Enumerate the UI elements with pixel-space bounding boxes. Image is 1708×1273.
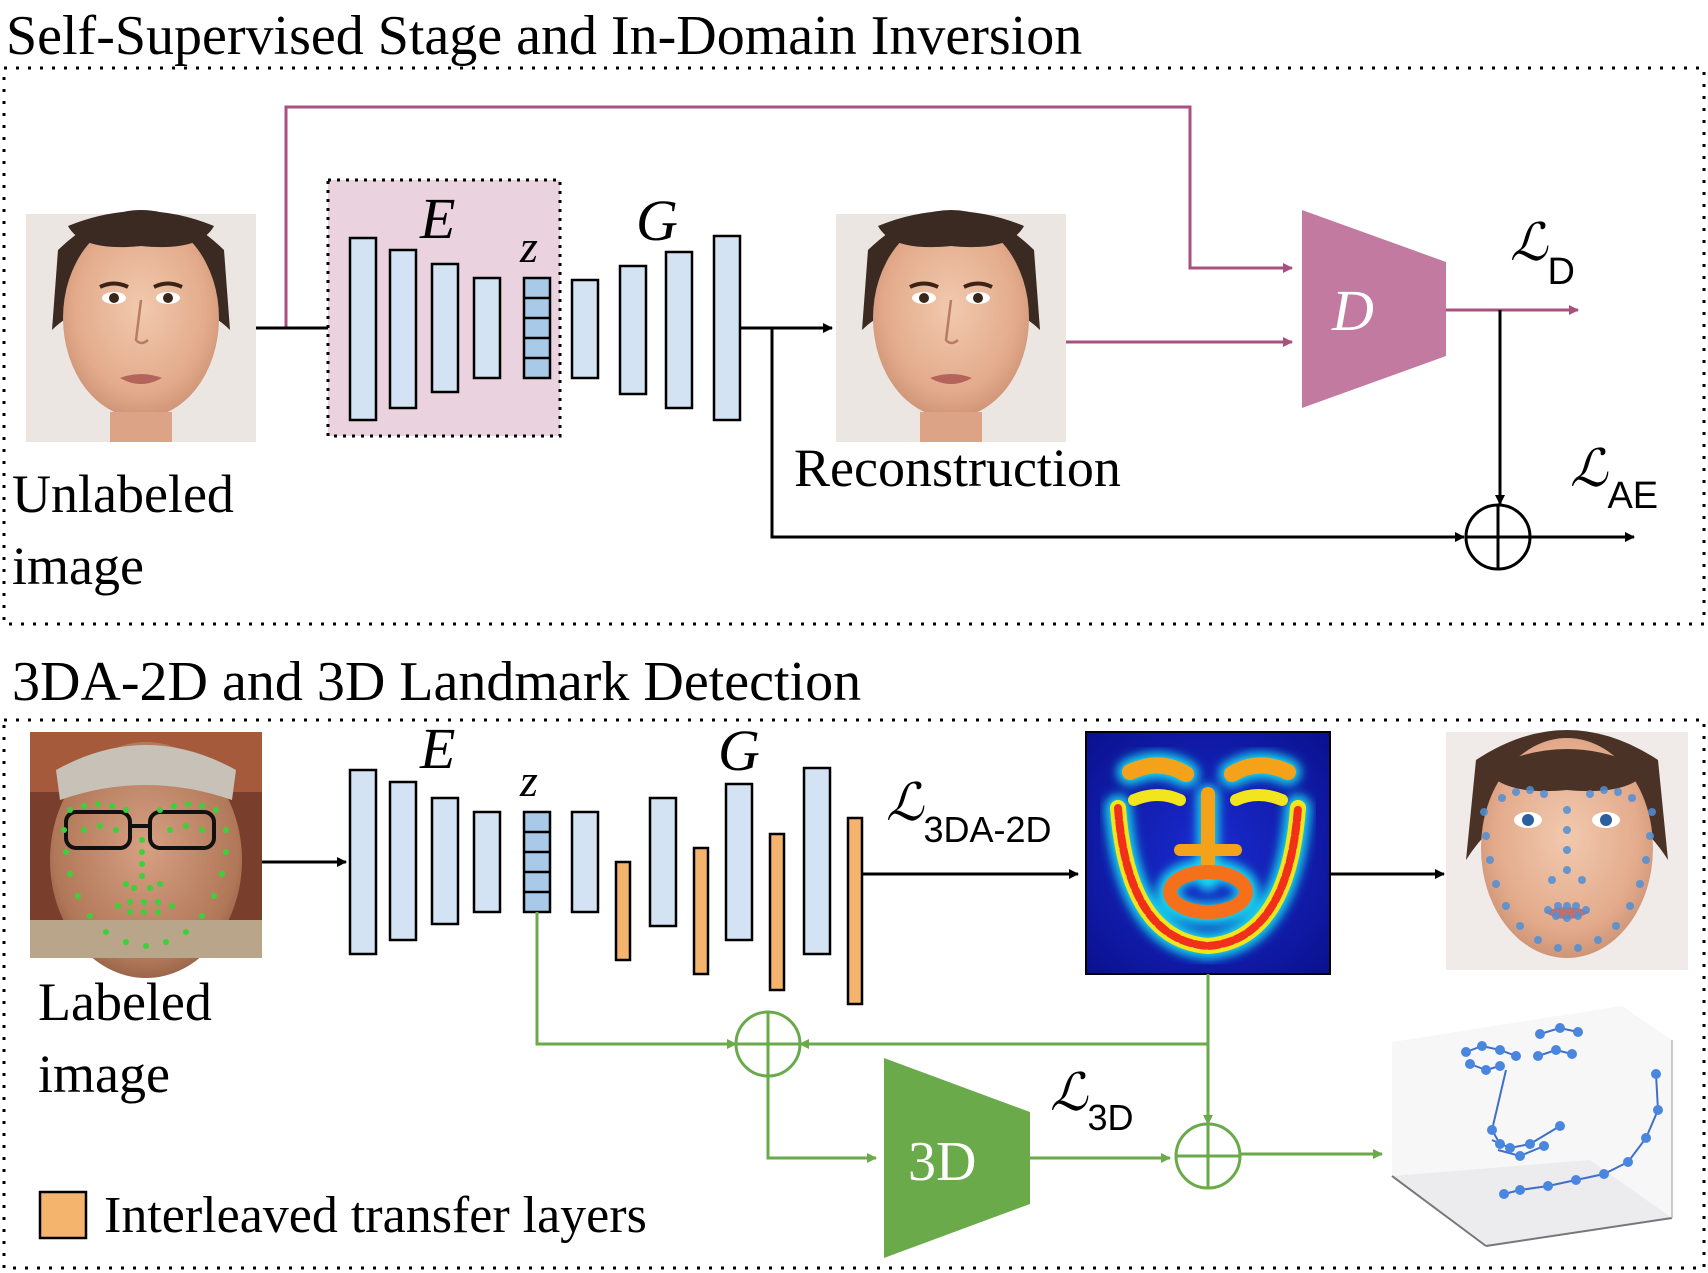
- bottom-generator-layers: [570, 766, 832, 956]
- bottom-section-title: 3DA-2D and 3D Landmark Detection: [12, 651, 861, 713]
- loss-3d-label: ℒ3D: [1050, 1065, 1133, 1138]
- bottom-encoder-layer: [472, 810, 502, 914]
- loss-ae-label: ℒAE: [1570, 441, 1658, 517]
- loss-d-subscript: D: [1547, 251, 1574, 293]
- landmark-2d-result-image: [1446, 730, 1688, 970]
- unlabeled-face-image: [26, 210, 256, 442]
- top-encoder-layer: [348, 236, 378, 422]
- output-sum-node: [1174, 1122, 1242, 1190]
- top-encoder-layer: [472, 276, 502, 380]
- discriminator-label: D: [1331, 278, 1374, 343]
- bottom-generator-layer: [724, 782, 754, 942]
- loss-3da2d-label: ℒ3DA-2D: [886, 775, 1052, 850]
- loss-3da2d-subscript: 3DA-2D: [923, 809, 1051, 850]
- bottom-generator-label: G: [718, 718, 760, 783]
- bottom-encoder-layer: [430, 796, 460, 926]
- reconstruction-caption: Reconstruction: [794, 438, 1121, 498]
- reconstruction-branch-to-ae-sum: [770, 328, 1465, 542]
- skip-line-to-discriminator: [284, 105, 1293, 328]
- transfer-layers: [614, 816, 864, 1006]
- transfer-layer: [846, 816, 864, 1006]
- legend-label: Interleaved transfer layers: [104, 1187, 647, 1244]
- transfer-layer: [768, 832, 786, 992]
- top-generator-layer: [570, 278, 600, 380]
- ae-sum-node: [1464, 503, 1532, 571]
- labeled-caption-line2: image: [38, 1044, 170, 1104]
- landmark-heatmap: [1085, 731, 1331, 975]
- transfer-layer: [692, 846, 710, 976]
- top-section-title: Self-Supervised Stage and In-Domain Inve…: [6, 5, 1082, 67]
- legend-swatch: [38, 1190, 88, 1240]
- transfer-layer: [614, 860, 632, 962]
- fusion-to-3d-module-arrow: [766, 1076, 877, 1163]
- unlabeled-caption-line1: Unlabeled: [12, 464, 234, 524]
- top-latent-label: z: [519, 221, 538, 272]
- bottom-latent-label: z: [519, 755, 538, 806]
- reconstruction-face-image: [836, 210, 1066, 442]
- loss-d-label: ℒD: [1510, 215, 1575, 293]
- loss-ae-symbol: ℒ: [1570, 441, 1609, 498]
- landmark-3d-plot: [1391, 1006, 1673, 1247]
- top-generator-layer: [712, 234, 742, 422]
- feature-fusion-node: [734, 1010, 802, 1078]
- bottom-generator-layer: [648, 796, 678, 928]
- top-generator-layer: [618, 264, 648, 396]
- loss-3d-subscript: 3D: [1087, 1097, 1133, 1138]
- top-generator-label: G: [636, 188, 678, 253]
- top-encoder-label: E: [419, 186, 455, 251]
- bottom-encoder-layers: [348, 768, 502, 956]
- bottom-encoder-layer: [348, 768, 378, 956]
- top-generator-layer: [664, 250, 694, 410]
- bottom-encoder-label: E: [419, 716, 455, 781]
- top-encoder-layer: [388, 248, 418, 410]
- bottom-generator-layer: [802, 766, 832, 956]
- unlabeled-caption-line2: image: [12, 536, 144, 596]
- bottom-encoder-layer: [388, 780, 418, 942]
- loss-d-symbol: ℒ: [1510, 215, 1549, 272]
- latent-to-fusion-line: [535, 912, 737, 1049]
- labeled-face-image: [30, 732, 262, 978]
- bottom-generator-layer: [570, 810, 600, 914]
- labeled-caption-line1: Labeled: [38, 972, 212, 1032]
- module-3d-label: 3D: [908, 1131, 976, 1193]
- top-generator-layers: [570, 234, 742, 422]
- bottom-latent-vector: [522, 810, 552, 914]
- module-3d-block: [884, 1058, 1030, 1258]
- loss-3d-symbol: ℒ: [1050, 1065, 1089, 1122]
- top-encoder-layer: [430, 262, 460, 394]
- discriminator-block: [1302, 210, 1446, 408]
- top-encoder-layers: [348, 236, 502, 422]
- top-latent-vector: [522, 276, 552, 380]
- loss-3da2d-symbol: ℒ: [886, 775, 925, 832]
- bottom-section-frame: [2, 718, 1706, 1270]
- loss-ae-subscript: AE: [1607, 475, 1658, 517]
